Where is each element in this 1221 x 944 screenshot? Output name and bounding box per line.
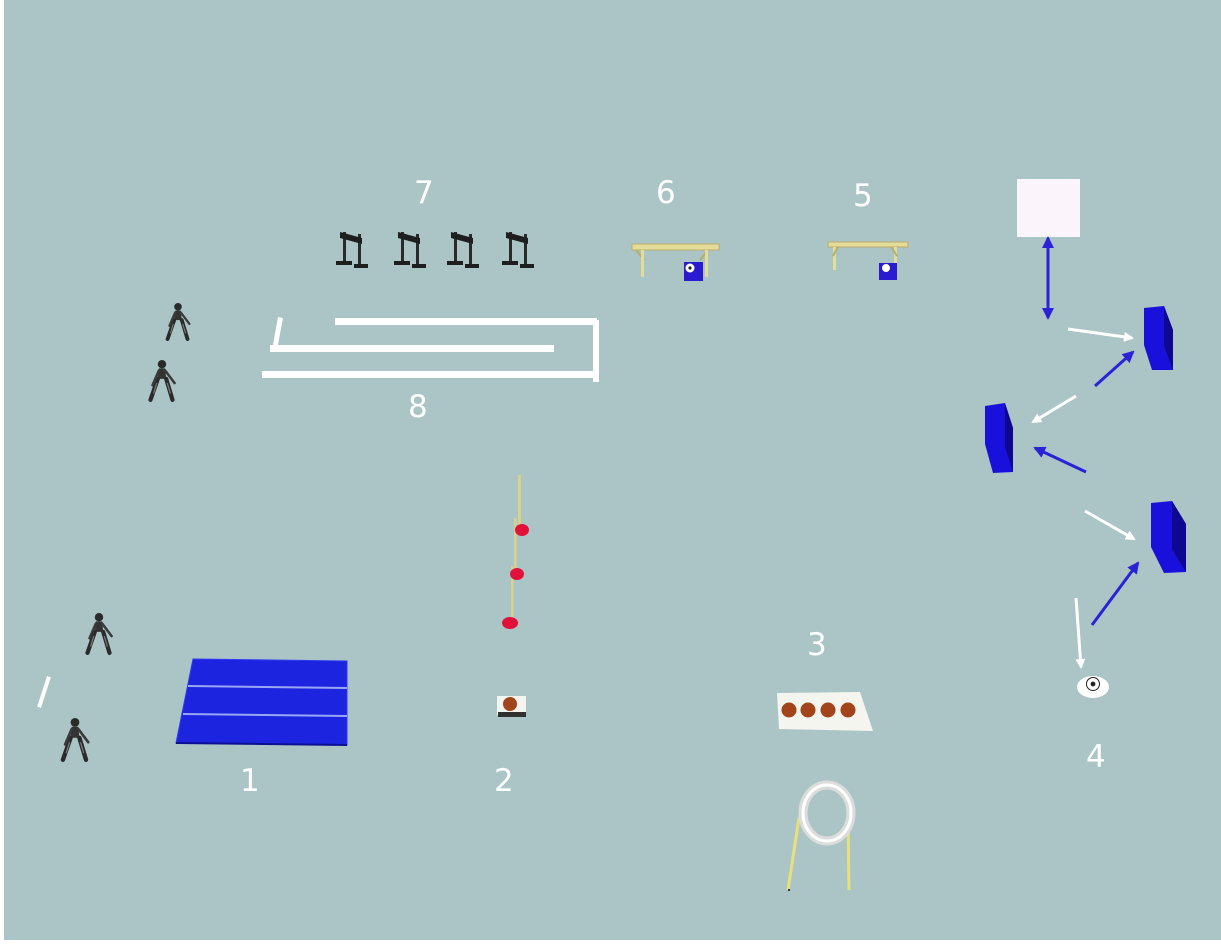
small-box <box>879 263 897 280</box>
station-label-1: 1 <box>240 766 260 797</box>
small-box <box>684 262 703 281</box>
gym-mat <box>176 659 347 745</box>
station-label-7: 7 <box>414 178 434 209</box>
station-label-2: 2 <box>494 766 514 797</box>
ball-on-plate <box>1077 676 1109 698</box>
ball-tray <box>777 692 873 731</box>
station-label-6: 6 <box>656 178 676 209</box>
station-label-3: 3 <box>807 630 827 661</box>
bottom-border <box>0 940 1221 944</box>
white-panel <box>1017 179 1080 237</box>
station-label-8: 8 <box>408 392 428 423</box>
left-border <box>0 0 4 944</box>
ball-stand <box>497 696 526 717</box>
station-label-4: 4 <box>1086 742 1106 773</box>
station-label-5: 5 <box>853 181 873 212</box>
